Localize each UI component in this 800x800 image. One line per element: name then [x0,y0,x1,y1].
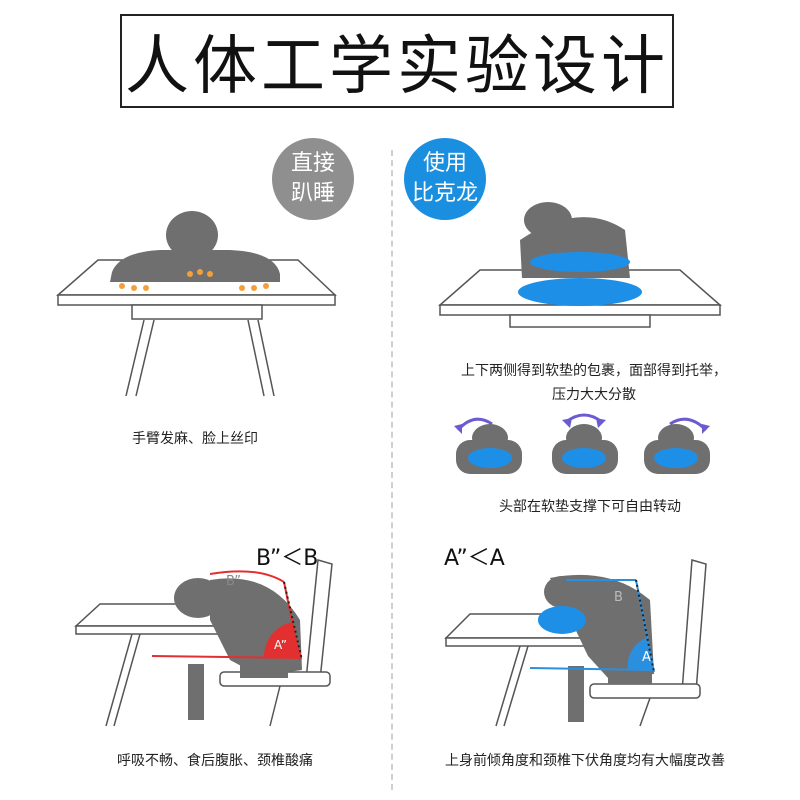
illustration-posture-direct [74,559,333,727]
badge-use-pillow: 使用 比克龙 [404,138,486,220]
angle-b-right-label: B [614,590,623,605]
badge-direct-line2: 趴睡 [290,181,335,206]
caption-right-top-line2: 压力大大分散 [552,387,636,403]
center-divider [391,150,393,790]
blue-cushion-bottom [538,606,586,634]
angle-a-left-label: A” [274,638,287,652]
desk-legs-bottom-left [105,633,141,727]
illustration-direct-sleep [56,211,337,397]
chair-bottom-right [589,559,707,727]
angle-b-left-label: B” [226,574,241,589]
person-direct-sleep [110,211,280,282]
badge-direct-sleep: 直接 趴睡 [272,138,354,220]
angle-lines-left [151,570,303,661]
badge-direct-line1: 直接 [290,151,335,176]
caption-left-top: 手臂发麻、脸上丝印 [132,431,258,447]
illustration-head-rotation [454,413,710,474]
pressure-points [119,269,269,291]
badge-use-line1: 使用 [422,151,467,176]
illustration-with-pillow [438,202,722,328]
rotation-center [552,413,618,474]
caption-right-top-line1: 上下两侧得到软垫的包裹，面部得到托举， [461,363,727,379]
desk-legs-top-left [125,319,275,397]
rotation-right [644,417,710,474]
caption-right-bottom: 上身前倾角度和颈椎下伏角度均有大幅度改善 [445,753,725,769]
desk-legs-bottom-right [495,645,529,727]
badge-use-line2: 比克龙 [411,181,478,206]
blue-cushion-top [518,252,642,306]
angle-label-left: B”＜B [256,546,319,571]
caption-left-bottom: 呼吸不畅、食后腹胀、颈椎酸痛 [117,753,313,769]
angle-label-right: A”＜A [444,546,505,571]
angle-a-right-label: A [642,650,651,665]
illustration-posture-pillow [444,559,707,727]
caption-right-mid: 头部在软垫支撑下可自由转动 [499,499,681,515]
rotation-left [454,417,522,474]
angle-lines-right [529,579,655,673]
person-posture-pillow [544,574,654,722]
page-title: 人体工学实验设计 [120,14,674,108]
